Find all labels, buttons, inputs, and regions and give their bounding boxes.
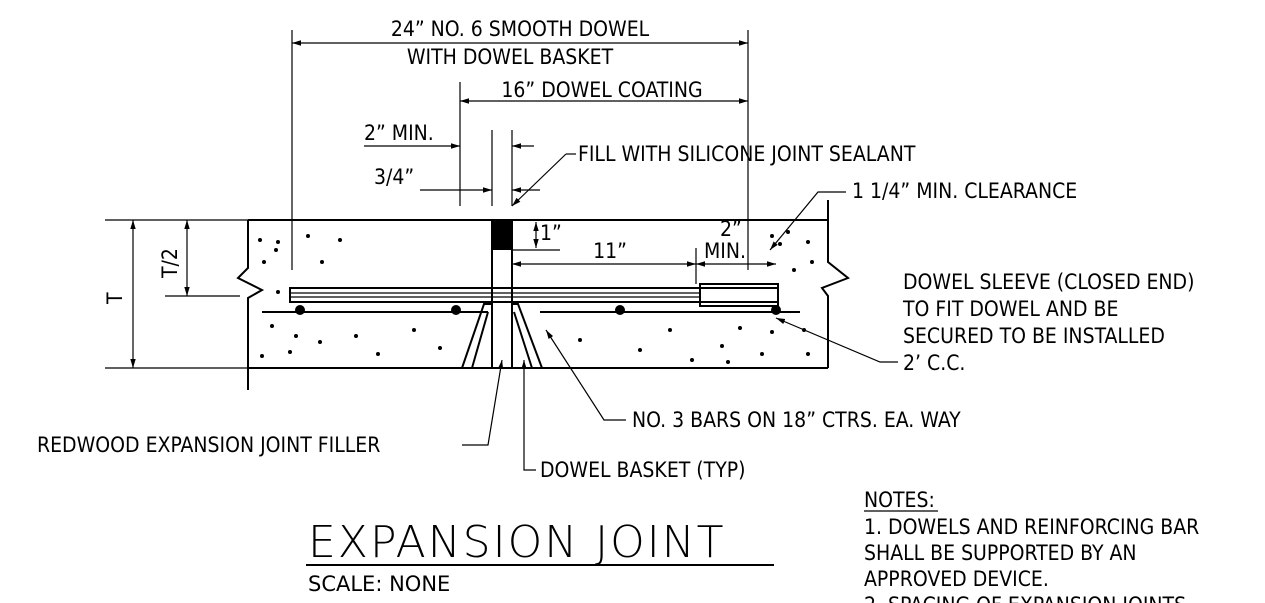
scale-label: SCALE: NONE (308, 572, 450, 596)
sleeve-callout-1: DOWEL SLEEVE (CLOSED END) (903, 270, 1194, 294)
note-line-1: 1. DOWELS AND REINFORCING BAR (864, 515, 1199, 539)
bars-leader (545, 329, 626, 421)
t-label: T (103, 292, 127, 305)
aggregate-dots (258, 230, 814, 364)
basket-leader (521, 360, 536, 471)
sealant-callout: FILL WITH SILICONE JOINT SEALANT (578, 142, 916, 166)
dim-2-min (364, 130, 534, 206)
note-line-2: SHALL BE SUPPORTED BY AN (864, 541, 1137, 565)
dim-t (105, 219, 248, 369)
dowel-bar (289, 283, 779, 307)
dowel-length-label: 24” NO. 6 SMOOTH DOWEL (391, 17, 650, 41)
dowel-basket (461, 303, 543, 369)
eleven-label: 11” (593, 239, 627, 263)
dowel-basket-label: WITH DOWEL BASKET (407, 45, 614, 69)
sealant-leader (511, 153, 576, 207)
note-line-3: APPROVED DEVICE. (864, 567, 1049, 591)
clearance-leader (769, 191, 846, 251)
dim-1-inch (512, 222, 560, 251)
drawing-title: EXPANSION JOINT (308, 517, 726, 568)
sleeve-leader (775, 317, 898, 363)
rebar-bars (262, 305, 800, 315)
basket-callout: DOWEL BASKET (TYP) (540, 458, 746, 482)
sleeve-callout-2: TO FIT DOWEL AND BE (902, 297, 1118, 321)
filler-callout: REDWOOD EXPANSION JOINT FILLER (37, 433, 380, 457)
dowel-coating-label: 16” DOWEL COATING (501, 78, 702, 102)
sleeve-text: DOWEL SLEEVE (CLOSED END) TO FIT DOWEL A… (902, 270, 1194, 375)
two-min-top-label: 2” (720, 217, 742, 241)
notes-heading: NOTES: (864, 488, 935, 512)
min-2-label: 2” MIN. (364, 121, 434, 145)
sleeve-callout-3: SECURED TO BE INSTALLED (903, 324, 1165, 348)
silicone-sealant-block (492, 220, 512, 250)
two-min-bottom-label: MIN. (704, 239, 746, 263)
t-half-label: T/2 (158, 248, 182, 279)
bars-callout: NO. 3 BARS ON 18” CTRS. EA. WAY (632, 408, 961, 432)
clearance-callout: 1 1/4” MIN. CLEARANCE (852, 179, 1077, 203)
one-inch-label: 1” (540, 221, 562, 245)
dowel-sleeve (699, 283, 779, 307)
sleeve-callout-4: 2’ C.C. (903, 351, 965, 375)
filler-leader (462, 359, 504, 446)
dim-16-coating (459, 82, 748, 206)
dim-24-dowel (291, 30, 749, 270)
three-quarter-label: 3/4” (374, 165, 414, 189)
